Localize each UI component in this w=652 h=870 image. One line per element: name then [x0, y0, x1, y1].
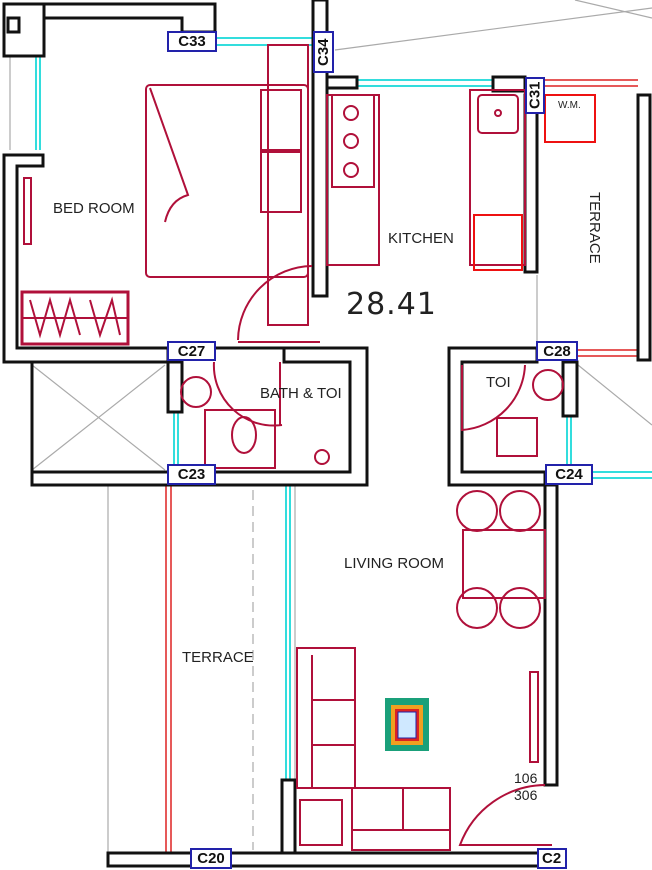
- door-tag-line2: 306: [514, 787, 538, 803]
- room-label-living-room: LIVING ROOM: [344, 555, 445, 572]
- shower: [314, 449, 330, 465]
- stove: [331, 94, 375, 188]
- side-table: [299, 799, 343, 846]
- guide-lines: [9, 0, 652, 855]
- room-label-terrace-left: TERRACE: [182, 649, 254, 666]
- column-tag-c28: C28: [536, 341, 578, 361]
- column-tag-c34: C34: [313, 31, 334, 73]
- column-tag-c23: C23: [167, 464, 216, 485]
- pillow: [260, 151, 302, 213]
- wc: [231, 416, 257, 454]
- pillow: [260, 89, 302, 151]
- column-tag-c24: C24: [545, 464, 593, 485]
- kitchen-counter: [469, 89, 526, 266]
- sink: [477, 94, 519, 134]
- column-tag-c2x: C2: [537, 848, 567, 869]
- indian-wc: [496, 417, 538, 457]
- bedroom-door: [23, 177, 32, 245]
- washing-machine: [544, 94, 596, 143]
- label-washing-machine: W.M.: [558, 100, 581, 111]
- railings: [165, 79, 638, 853]
- living-door: [529, 671, 539, 763]
- fridge: [473, 214, 523, 271]
- furniture: [20, 44, 596, 851]
- toi-door-swing: [461, 364, 526, 432]
- room-label-kitchen: KITCHEN: [388, 230, 454, 247]
- door-tag-line1: 106: [514, 770, 538, 786]
- column-tag-c20: C20: [190, 848, 232, 869]
- sofa: [351, 787, 451, 851]
- area-value: 28.41: [346, 287, 437, 322]
- basin: [180, 376, 212, 408]
- room-label-toilet: TOI: [486, 374, 511, 391]
- room-label-terrace-right: TERRACE: [586, 192, 603, 264]
- toi-basin: [532, 369, 564, 401]
- main-door-swing: [237, 265, 320, 343]
- column-tag-c33: C33: [167, 31, 217, 52]
- room-label-bath-toilet: BATH & TOI: [260, 385, 342, 402]
- bed: [145, 84, 309, 278]
- entry-door-swing: [458, 784, 552, 846]
- column-tag-c27: C27: [167, 341, 216, 361]
- column-tag-c31: C31: [525, 77, 545, 114]
- windows: [35, 37, 652, 780]
- room-label-bedroom: BED ROOM: [53, 200, 135, 217]
- sofa-l: [296, 647, 356, 789]
- dining-table: [462, 529, 546, 599]
